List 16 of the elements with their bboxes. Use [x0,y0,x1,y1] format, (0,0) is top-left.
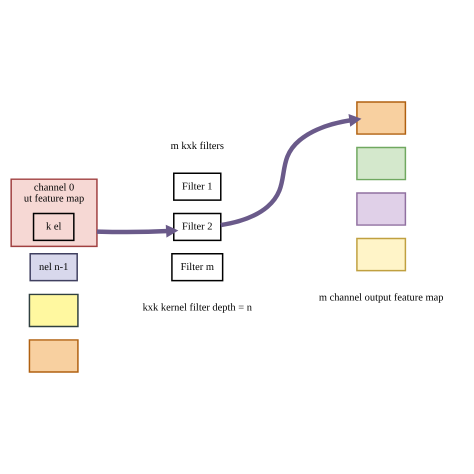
node-box [356,238,406,272]
node-box [356,146,406,180]
label: m channel output feature map [318,292,444,304]
arrow [96,224,178,238]
node-box [356,192,406,226]
node-box: Filter m [171,253,224,282]
label: kxk kernel filter depth = n [142,302,252,314]
label: m kxk filters [170,141,224,152]
node-box [28,339,79,373]
node-box: Filter 2 [173,212,222,242]
arrow [220,114,362,228]
node-box [28,294,79,328]
node-box: Filter 1 [173,172,222,201]
node-box [356,101,406,135]
node-box: k el [32,212,75,242]
node-box: nel n-1 [29,253,78,282]
